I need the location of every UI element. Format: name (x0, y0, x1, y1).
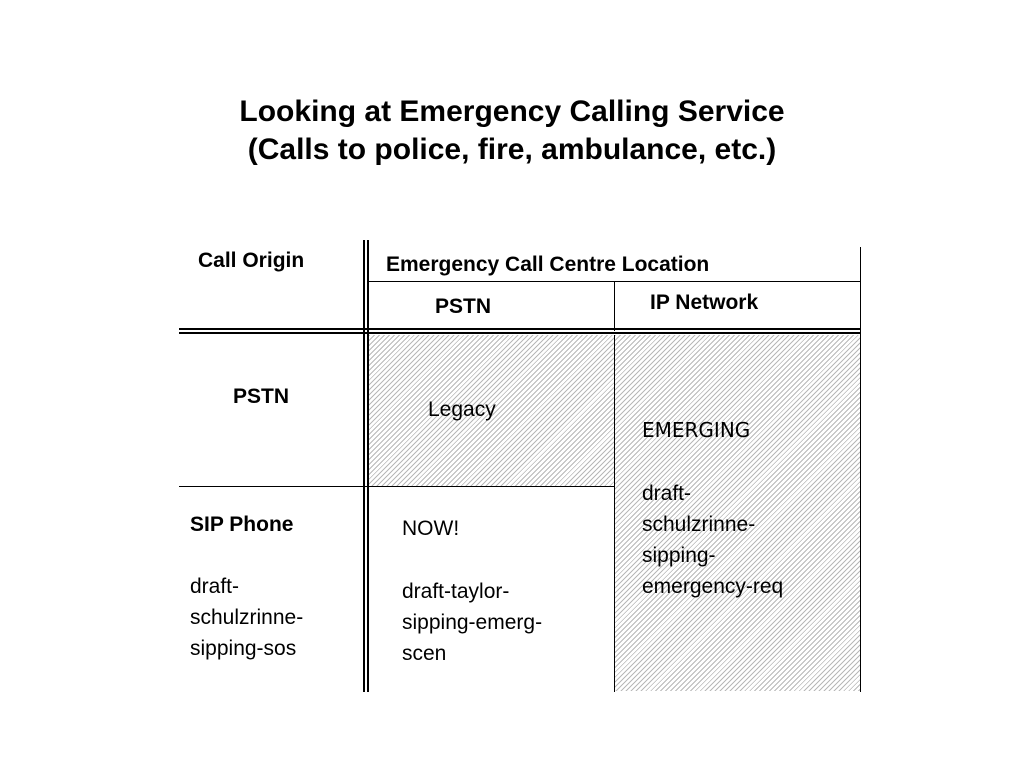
vertical-divider-double-b (367, 240, 369, 692)
cell-ip-network (615, 335, 861, 691)
call-origin-header: Call Origin (198, 249, 305, 272)
column-divider-body (614, 335, 615, 692)
sip-phone-note-line: sipping-sos (190, 637, 297, 660)
column-divider-header (614, 281, 615, 331)
emerging-note-line: sipping- (642, 544, 716, 567)
now-note: draft-taylor- sipping-emerg- scen (402, 576, 542, 669)
emerging-note-line: draft- (642, 482, 692, 505)
title-line-2: (Calls to police, fire, ambulance, etc.) (247, 133, 777, 166)
emerging-note-line: emergency-req (642, 575, 784, 598)
call-centre-location-header: Emergency Call Centre Location (386, 253, 710, 276)
cell-legacy-label: Legacy (428, 398, 496, 421)
row-header-pstn: PSTN (233, 385, 290, 408)
emerging-note: draft- schulzrinne- sipping- emergency-r… (642, 478, 783, 602)
emerging-note-line: schulzrinne- (642, 513, 756, 536)
now-label: NOW! (402, 517, 460, 540)
sip-phone-note-line: draft- (190, 575, 240, 598)
now-note-line: scen (402, 642, 447, 665)
header-subdivider (369, 281, 861, 282)
cell-pstn-to-pstn (369, 335, 614, 486)
horizontal-divider-double-a (179, 328, 861, 330)
vertical-divider-double-a (363, 240, 365, 692)
sip-phone-note: draft- schulzrinne- sipping-sos (190, 571, 303, 664)
column-header-ip-network: IP Network (650, 291, 759, 314)
now-note-line: sipping-emerg- (402, 611, 543, 634)
emerging-label: EMERGING (642, 418, 751, 442)
slide-title: Looking at Emergency Calling Service (Ca… (0, 93, 1024, 169)
row-divider (179, 486, 615, 487)
title-line-1: Looking at Emergency Calling Service (239, 95, 785, 128)
row-header-sip-phone: SIP Phone (190, 513, 294, 536)
sip-phone-note-line: schulzrinne- (190, 606, 304, 629)
column-header-pstn: PSTN (435, 295, 492, 318)
table-right-border (860, 247, 861, 692)
now-note-line: draft-taylor- (402, 580, 510, 603)
horizontal-divider-double-b (179, 332, 861, 334)
